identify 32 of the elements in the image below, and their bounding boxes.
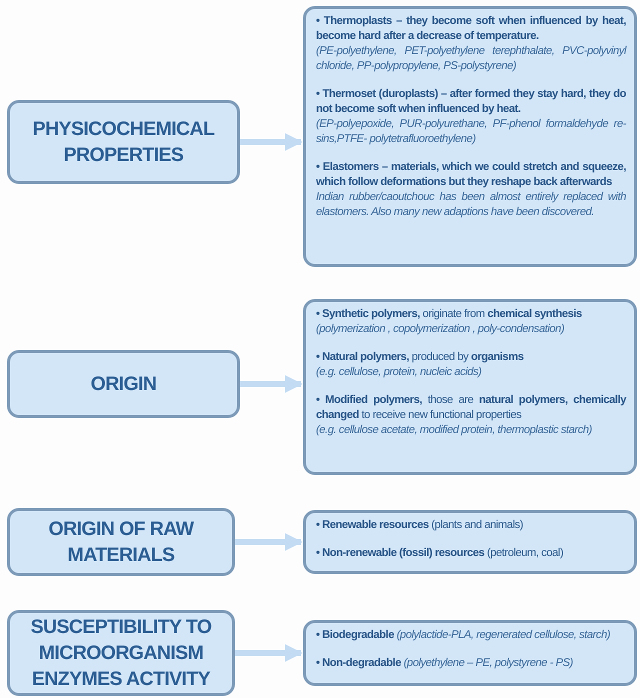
description-text: • Renewable resources (plants and animals) [316,518,524,533]
category-title: ORIGIN OF RAW MATERIALS [48,517,195,568]
description-box [303,299,637,475]
description-text: • Non-renewable (fossil) resources (petroleum, coal) [316,546,564,561]
description-text: (e.g. cellulose, protein, nucleic acids) [316,365,482,380]
category-box [7,508,235,576]
category-box [7,610,235,696]
category-box [7,100,240,184]
category-title: SUSCEPTIBILITY TO MICROORGANISM ENZYMES ACTIVITY [30,615,212,692]
arrow [235,533,303,551]
description-text: • Synthetic polymers, originate from chemical synthesis [316,307,583,322]
description-text: (PE-polyethylene, PET-polyethylene terephthalate, PVC-polyvinyl chloride, PP-polypropylene, PS-polystyrene) [316,44,626,74]
description-text: Indian rubber/caoutchouc has been almost entirely replaced with elastomers. Also many new adaptions have been discovered. [316,190,626,220]
description-box [303,6,637,267]
arrow [235,644,303,662]
arrow [240,133,303,151]
description-text: • Thermoplasts – they become soft when influenced by heat, become hard after a decrease of temperature. [316,14,626,44]
description-text: • Natural polymers, produced by organisms [316,350,524,365]
description-text: • Modified polymers, those are natural polymers, chemically changed to receive new functional properties [316,393,626,423]
arrow [240,375,303,393]
description-text: (e.g. cellulose acetate, modified protein, thermoplastic starch) [316,423,593,438]
category-title: PHYSICOCHEMICAL PROPERTIES [32,117,216,168]
description-box [303,510,637,574]
description-text: (EP-polyepoxide, PUR-polyurethane, PF-phenol formaldehyde re-sins,PTFE- polytetrafluoroethylene) [316,117,626,147]
description-text: • Thermoset (duroplasts) – after formed they stay hard, they do not become soft when influenced by heat. [316,87,626,117]
description-text: (polymerization , copolymerization , poly-condensation) [316,322,566,337]
description-text: • Non-degradable (polyethylene – PE, polystyrene - PS) [316,656,574,671]
category-title: ORIGIN [90,372,156,397]
description-text: • Biodegradable (polylactide-PLA, regenerated cellulose, starch) [316,628,612,643]
description-text: • Elastomers – materials, which we could stretch and squeeze, which follow deformations but they reshape back afterwards [316,160,626,190]
category-box [7,350,240,418]
description-box [303,620,637,686]
